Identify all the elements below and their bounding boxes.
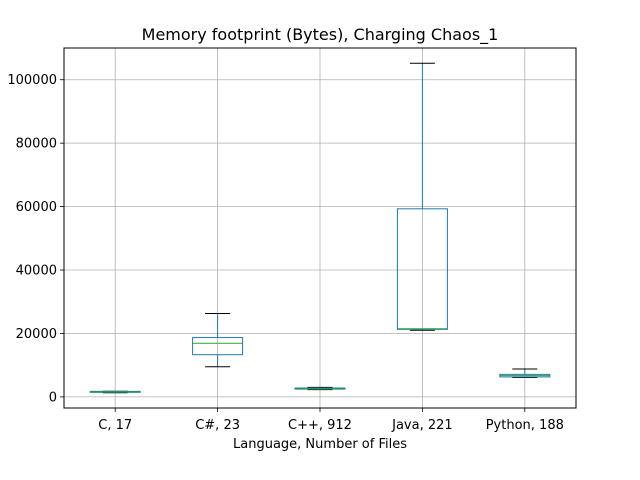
x-tick-label: C, 17	[98, 418, 132, 433]
box-group	[89, 390, 141, 394]
y-tick-label: 80000	[16, 137, 57, 152]
box-iqr	[192, 337, 244, 356]
y-axis: 0 20000 40000 60000 80000 100000	[7, 73, 64, 405]
box-group	[192, 312, 244, 368]
x-tick-label: C++, 912	[288, 418, 352, 433]
y-tick-label: 100000	[7, 73, 57, 88]
y-tick-label: 0	[49, 390, 57, 405]
chart-title: Memory footprint (Bytes), Charging Chaos…	[142, 25, 499, 45]
box-group	[294, 386, 346, 391]
x-tick-label: Python, 188	[486, 418, 564, 433]
x-tick-label: C#, 23	[195, 418, 240, 433]
box-layer	[89, 62, 551, 394]
y-tick-label: 20000	[16, 327, 57, 342]
box-iqr	[396, 208, 448, 330]
x-axis-label: Language, Number of Files	[233, 437, 407, 452]
grid-layer	[64, 48, 576, 408]
x-axis: C, 17 C#, 23 C++, 912 Java, 221 Python, 188	[98, 408, 564, 433]
box-group	[396, 62, 448, 331]
y-tick-label: 60000	[16, 200, 57, 215]
x-tick-label: Java, 221	[391, 418, 453, 433]
y-tick-label: 40000	[16, 264, 57, 279]
box-group	[499, 368, 551, 379]
